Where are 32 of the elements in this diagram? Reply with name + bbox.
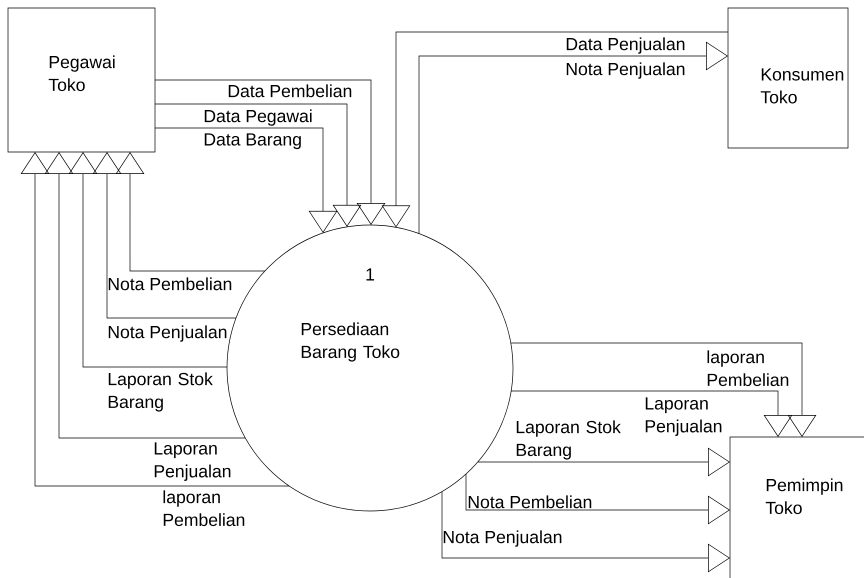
entity-box: Pemimpin Toko bbox=[730, 436, 864, 578]
flow-label: Data Pembelian bbox=[228, 84, 352, 98]
flow-label: Data Barang bbox=[204, 133, 301, 150]
data-flow-arrow bbox=[477, 448, 730, 476]
data-flow-arrow bbox=[154, 80, 386, 225]
flow-label: laporan Pembelian bbox=[164, 490, 244, 526]
flow-label: Nota Pembelian bbox=[108, 277, 232, 290]
flow-label: Nota Penjualan bbox=[108, 325, 226, 342]
flow-label: Data Penjualan bbox=[566, 37, 684, 54]
data-flow-arrow bbox=[92, 152, 236, 318]
data-flow-arrow bbox=[20, 152, 290, 486]
data-flow-arrow bbox=[154, 104, 362, 227]
data-flow-arrow bbox=[466, 474, 730, 524]
data-flow-arrow bbox=[510, 342, 816, 437]
flow-label: Laporan Stok Barang bbox=[108, 372, 213, 412]
data-flow-arrow bbox=[116, 152, 266, 272]
flow-label: Nota Penjualan bbox=[444, 530, 562, 547]
flow-label: Laporan Penjualan bbox=[646, 397, 722, 436]
data-flow-arrow bbox=[68, 152, 228, 368]
flow-label: Laporan Stok Barang bbox=[516, 420, 621, 460]
data-flow-arrow bbox=[382, 32, 728, 228]
data-flow-arrow bbox=[44, 152, 246, 438]
flow-label: Data Pegawai bbox=[204, 109, 312, 126]
data-flow-arrow bbox=[510, 390, 792, 437]
data-flow-arrow bbox=[418, 42, 728, 234]
data-flow-arrow bbox=[442, 491, 730, 572]
entity-box: Konsumen Toko bbox=[728, 8, 848, 148]
data-flow-arrow bbox=[154, 128, 338, 233]
entity-box: Pegawai Toko bbox=[8, 8, 156, 152]
flow-label: Nota Penjualan bbox=[566, 62, 684, 79]
flow-label: Nota Pembelian bbox=[468, 495, 592, 508]
flow-label: laporan Pembelian bbox=[708, 350, 788, 386]
